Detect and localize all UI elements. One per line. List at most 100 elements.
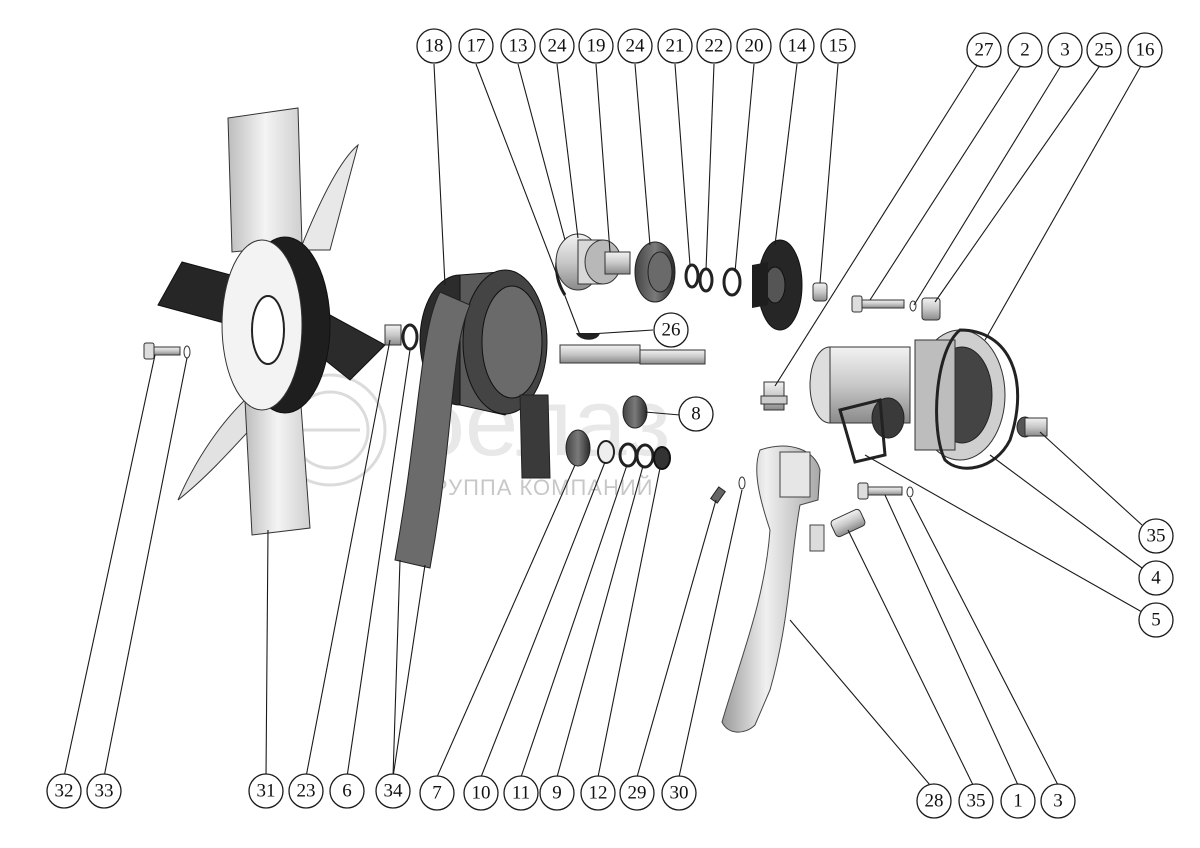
- callout-28: 28: [916, 783, 952, 819]
- callout-13: 13: [500, 28, 536, 64]
- callout-label: 4: [1151, 568, 1161, 589]
- callout-8: 8: [678, 396, 714, 432]
- callout-11: 11: [503, 775, 539, 811]
- callout-16: 16: [1127, 32, 1163, 68]
- ring-part-21: [684, 263, 700, 289]
- callout-label: 28: [925, 791, 944, 812]
- callout-label: 6: [342, 781, 352, 802]
- callout-20: 20: [736, 28, 772, 64]
- callout-2: 2: [1007, 32, 1043, 68]
- ring-part-9: [635, 443, 655, 469]
- callout-label: 7: [432, 783, 442, 804]
- callout-label: 30: [670, 783, 689, 804]
- callout-17: 17: [458, 28, 494, 64]
- watermark-caption: ГРУППА КОМПАНИЙ: [420, 475, 654, 500]
- callout-label: 11: [512, 783, 530, 804]
- fan-blade-upper-right: [299, 143, 359, 251]
- gasket-part-16: [935, 328, 1020, 470]
- callout-3-bottom: 3: [1040, 783, 1076, 819]
- bolt-part-2: [851, 295, 905, 313]
- pump-housing-part-4: [809, 329, 1006, 461]
- callout-14: 14: [779, 28, 815, 64]
- callout-label: 27: [975, 40, 994, 61]
- callout-29: 29: [619, 775, 655, 811]
- callout-label: 9: [552, 783, 562, 804]
- callout-31: 31: [248, 773, 284, 809]
- fitting-part-35-right: [1016, 416, 1048, 438]
- callouts-middle: 26 8: [653, 312, 714, 432]
- pipe-part-28: [721, 445, 825, 733]
- callout-21: 21: [657, 28, 693, 64]
- fan-hub-center: [251, 295, 285, 365]
- callout-label: 25: [1095, 40, 1114, 61]
- callout-6: 6: [329, 773, 365, 809]
- callout-label: 34: [384, 781, 404, 802]
- callout-7: 7: [419, 775, 455, 811]
- callout-label: 3: [1053, 791, 1063, 812]
- ring-part-22: [698, 267, 714, 293]
- callout-label: 14: [788, 36, 808, 57]
- callout-33: 33: [86, 773, 122, 809]
- belt-inner-part-34: [519, 394, 551, 479]
- key-part-26: [576, 333, 600, 340]
- callout-label: 26: [662, 320, 681, 341]
- callout-15: 15: [820, 28, 856, 64]
- callout-label: 13: [509, 36, 528, 57]
- callout-label: 24: [548, 36, 568, 57]
- callout-label: 33: [95, 781, 114, 802]
- washer-part-3-bottom: [906, 486, 914, 498]
- belt-part-34: [394, 291, 471, 569]
- bearing-part-24: [634, 241, 676, 303]
- callout-label: 8: [691, 404, 701, 425]
- callout-35-right: 35: [1138, 518, 1174, 554]
- callout-label: 18: [425, 36, 444, 57]
- callouts-bottom: 32 33 31 23 6 34 7 10 11 9 12 29 30 28 3…: [46, 773, 1076, 819]
- callout-label: 22: [705, 36, 724, 57]
- callout-18: 18: [416, 28, 452, 64]
- washer-part-10: [597, 440, 615, 464]
- bolt-part-32: [143, 342, 181, 360]
- callout-label: 35: [1147, 526, 1166, 547]
- callout-5: 5: [1138, 602, 1174, 638]
- plug-part-15: [812, 282, 828, 302]
- ring-part-6: [401, 323, 419, 351]
- callout-label: 3: [1060, 40, 1070, 61]
- callout-label: 10: [472, 783, 491, 804]
- plug-part-25: [921, 297, 941, 321]
- callout-label: 5: [1151, 610, 1161, 631]
- callout-label: 23: [297, 781, 316, 802]
- callouts-right: 35 4 5: [1138, 518, 1174, 638]
- callout-label: 1: [1013, 791, 1023, 812]
- spacer-part-23: [384, 324, 402, 346]
- callout-24b: 24: [617, 28, 653, 64]
- plug-part-29: [710, 486, 726, 504]
- fitting-part-27: [760, 381, 788, 411]
- callout-label: 2: [1020, 40, 1030, 61]
- callout-12: 12: [580, 775, 616, 811]
- bearing-part-19: [555, 233, 631, 291]
- fan-blade-top: [227, 107, 303, 253]
- callout-label: 16: [1136, 40, 1155, 61]
- callout-label: 12: [589, 783, 608, 804]
- seal-part-20: [722, 267, 742, 297]
- washer-part-30: [738, 476, 746, 490]
- fan-blade-bottom: [244, 391, 311, 536]
- callouts-top: 18 17 13 24 19 24 21 22 20 14 15: [416, 28, 856, 64]
- shaft-part-17: [559, 344, 706, 365]
- callout-26: 26: [653, 312, 689, 348]
- callout-24a: 24: [539, 28, 575, 64]
- ring-part-12: [653, 446, 671, 470]
- callout-label: 35: [967, 791, 986, 812]
- bolt-part-1: [857, 482, 903, 500]
- callout-label: 19: [587, 36, 606, 57]
- callout-19: 19: [578, 28, 614, 64]
- callout-32: 32: [46, 773, 82, 809]
- callout-35-bottom: 35: [958, 783, 994, 819]
- callout-label: 20: [745, 36, 764, 57]
- callout-label: 31: [257, 781, 276, 802]
- callout-label: 29: [628, 783, 647, 804]
- callout-1: 1: [1000, 783, 1036, 819]
- fan-part-31: [157, 107, 386, 536]
- callout-22: 22: [696, 28, 732, 64]
